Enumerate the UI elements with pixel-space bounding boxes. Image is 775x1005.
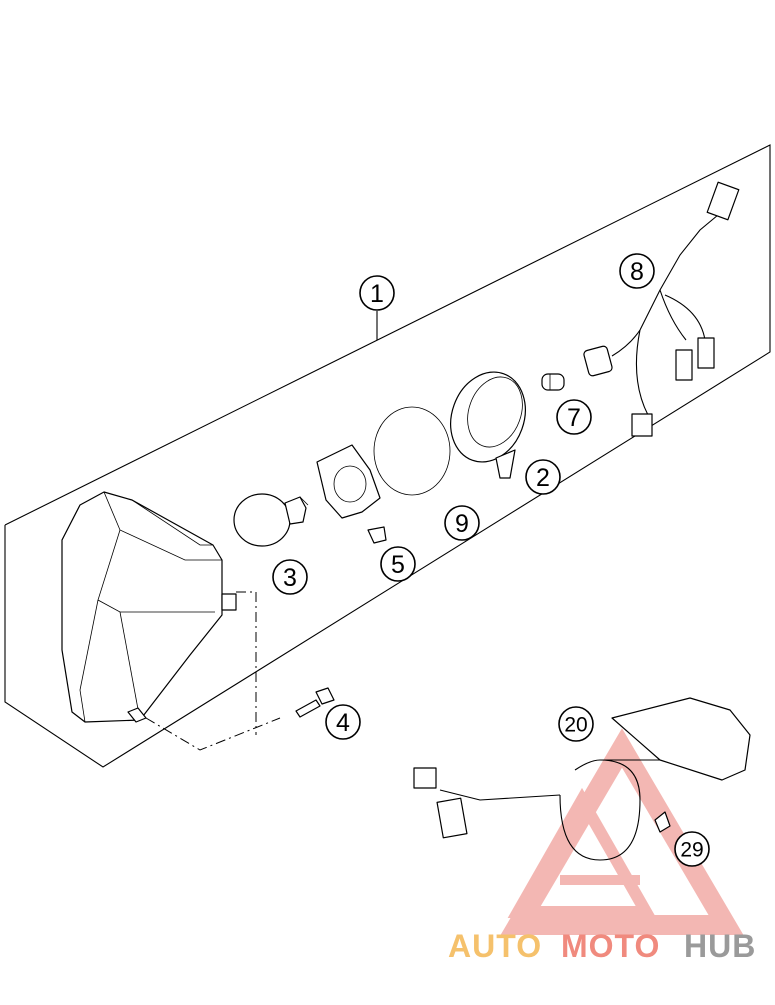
callout-9: 9 [444, 505, 480, 541]
callout-7: 7 [556, 399, 592, 435]
watermark-logo [500, 728, 744, 935]
watermark-text: AUTO MOTO HUB [448, 928, 756, 964]
svg-text:5: 5 [391, 551, 405, 579]
lower-wiring [413, 697, 751, 861]
bulb-holder [316, 444, 387, 544]
callout-3: 3 [272, 559, 308, 595]
svg-text:1: 1 [370, 280, 384, 308]
watermark-moto: MOTO [561, 928, 660, 964]
callout-8: 8 [619, 253, 655, 289]
watermark-hub: HUB [684, 928, 756, 964]
svg-text:8: 8 [630, 258, 644, 286]
bulb-h4 [233, 493, 309, 547]
callout-4: 4 [325, 704, 361, 740]
svg-text:4: 4 [336, 709, 350, 737]
callout-2: 2 [525, 459, 561, 495]
dash-leader [145, 591, 281, 751]
watermark-auto: AUTO [448, 928, 542, 964]
wiring-harness [583, 181, 740, 437]
svg-text:7: 7 [567, 404, 581, 432]
callout-20: 20 [558, 706, 594, 742]
screw-4 [295, 687, 335, 718]
callout-1: 1 [359, 275, 395, 311]
assembly-box-outline [4, 144, 771, 768]
reflector-housing [450, 371, 526, 479]
svg-text:20: 20 [564, 714, 587, 737]
svg-text:2: 2 [536, 464, 550, 492]
callout-29: 29 [674, 831, 710, 867]
svg-text:29: 29 [680, 839, 703, 862]
callout-5: 5 [380, 546, 416, 582]
gasket-ring [373, 406, 451, 496]
svg-text:9: 9 [455, 510, 469, 538]
svg-text:3: 3 [283, 564, 297, 592]
headlight-mask [61, 491, 237, 723]
parking-bulb [541, 373, 565, 391]
